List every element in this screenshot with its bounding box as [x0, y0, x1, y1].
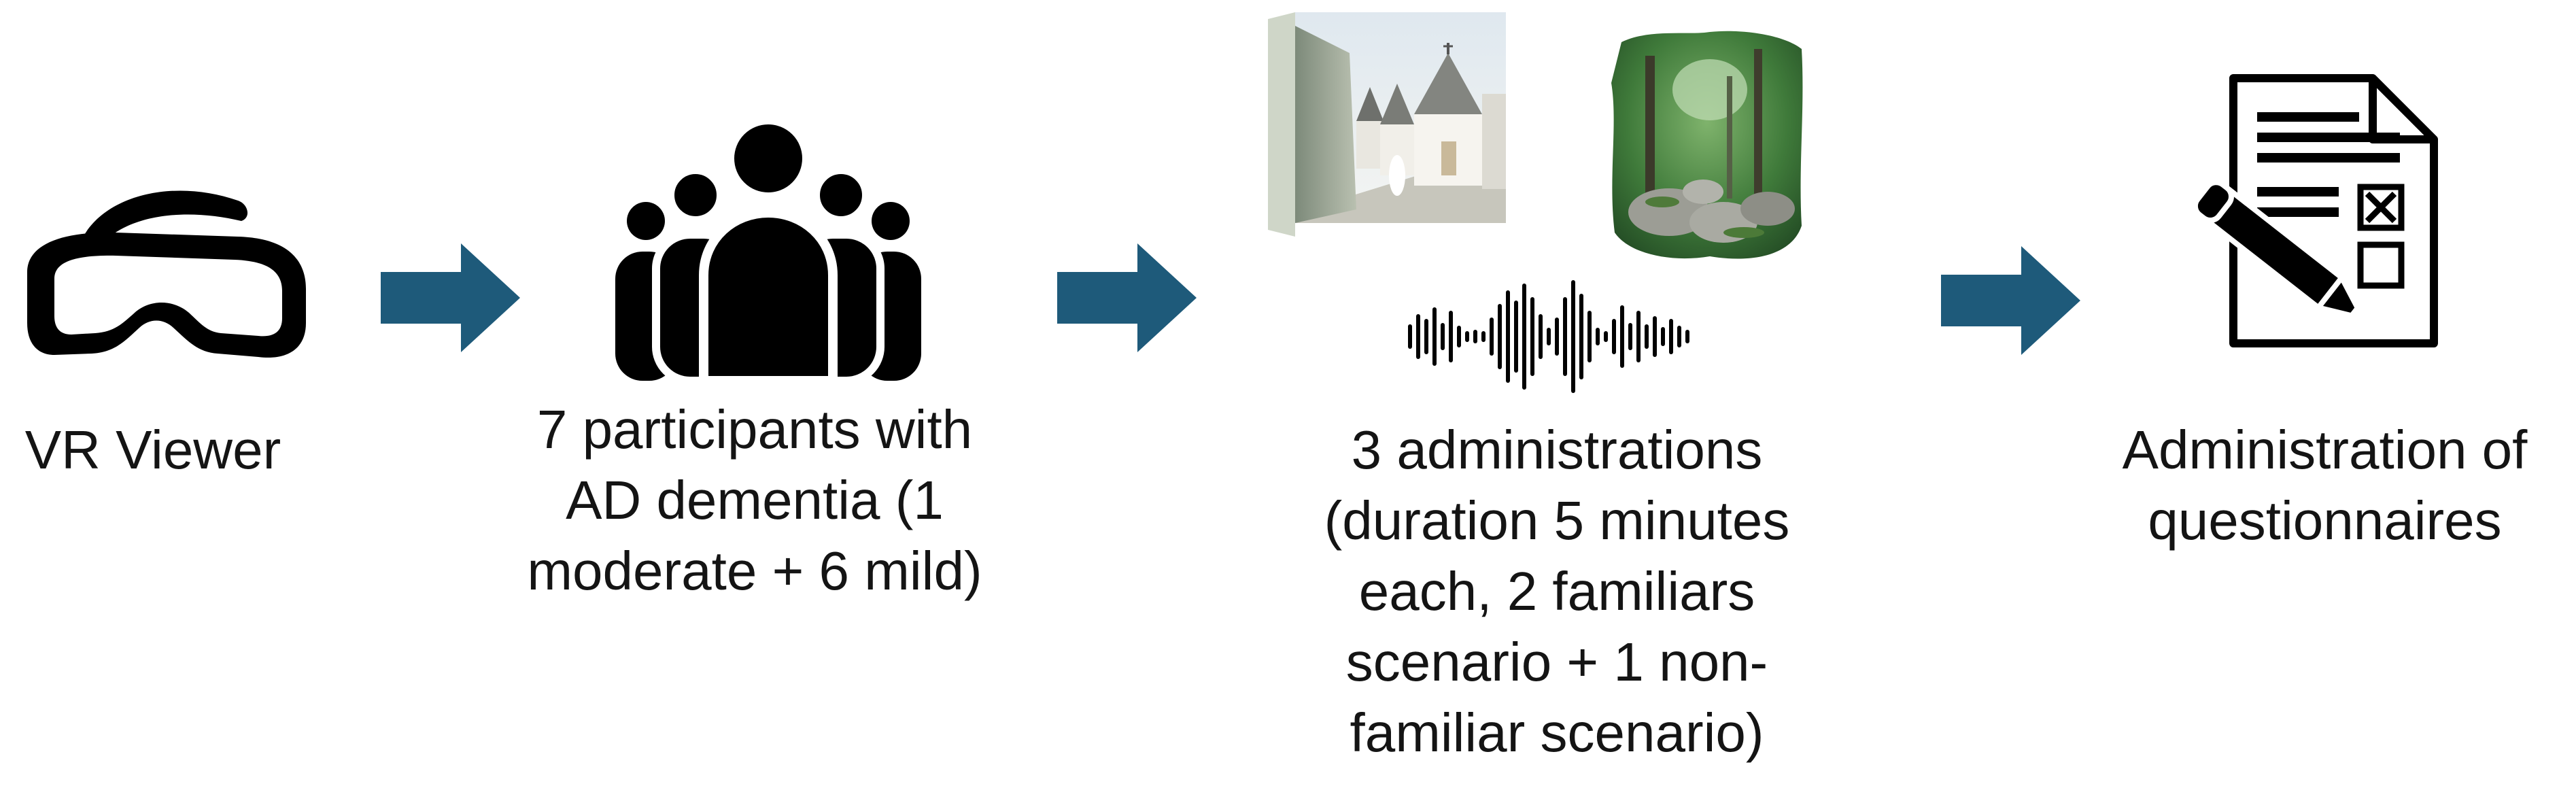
step-label-questionnaires: Administration of questionnaires: [2122, 420, 2528, 551]
step-label-participants: 7 participants with AD dementia (1 moder…: [527, 399, 982, 601]
vr-headset-icon: [27, 190, 306, 358]
people-group-icon: [615, 116, 921, 386]
forest-scene-image: [1611, 31, 1803, 259]
step-label-administrations: 3 administrations (duration 5 minutes ea…: [1324, 420, 1790, 763]
step-label-vr-viewer: VR Viewer: [24, 420, 281, 480]
sound-wave-icon: [1408, 280, 1689, 393]
arrow-right-icon: [381, 243, 520, 352]
arrow-right-icon: [1057, 243, 1197, 352]
arrow-right-icon: [1941, 246, 2080, 355]
questionnaire-icon: [2192, 74, 2438, 347]
village-scene-image: [1268, 12, 1506, 237]
